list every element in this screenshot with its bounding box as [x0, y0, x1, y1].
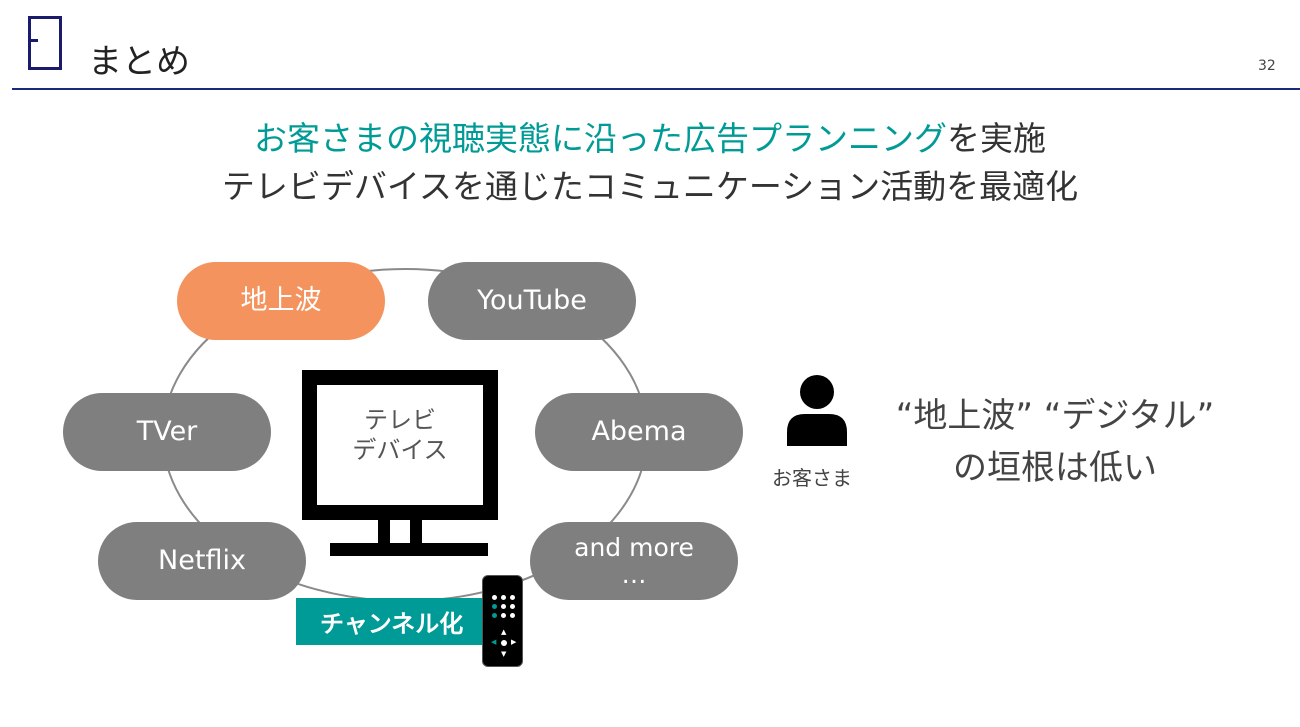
page-number: 32: [1258, 58, 1276, 74]
channelization-banner: チャンネル化: [296, 598, 490, 645]
logo-mark: [28, 16, 62, 70]
headline-highlight: お客さまの視聴実態に沿った広告プランニング: [254, 119, 947, 158]
customer-message-line2: の垣根は低い: [953, 448, 1157, 488]
customer-message-line1: “地上波” “デジタル”: [895, 396, 1215, 436]
customer-label: お客さま: [772, 466, 852, 490]
tv-stand: [378, 520, 422, 544]
remote-control-icon: ▲ ▼ ◀ ▶: [482, 575, 523, 667]
slide-title: まとめ: [88, 42, 190, 82]
tv-base: [330, 543, 488, 556]
channel-pill-and-more: and more…: [530, 522, 738, 600]
channel-pill-netflix: Netflix: [98, 522, 306, 600]
tv-icon: テレビデバイス: [302, 370, 498, 520]
and-more-label: and more: [574, 532, 694, 562]
tv-label-line1: テレビ: [364, 406, 436, 434]
tv-label-line2: デバイス: [352, 436, 448, 464]
channel-pill-abema: Abema: [535, 393, 743, 471]
channel-pill-youtube: YouTube: [428, 262, 636, 340]
header-divider: [12, 88, 1300, 90]
headline-line2: テレビデバイスを通じたコミュニケーション活動を最適化: [221, 167, 1079, 206]
channel-pill-tver: TVer: [63, 393, 271, 471]
channel-pill-terrestrial: 地上波: [177, 262, 385, 340]
headline-line1: お客さまの視聴実態に沿った広告プランニングを実施: [0, 112, 1300, 160]
and-more-ellipsis: …: [621, 560, 647, 589]
person-icon: [787, 375, 847, 446]
headline-rest: を実施: [947, 119, 1046, 158]
